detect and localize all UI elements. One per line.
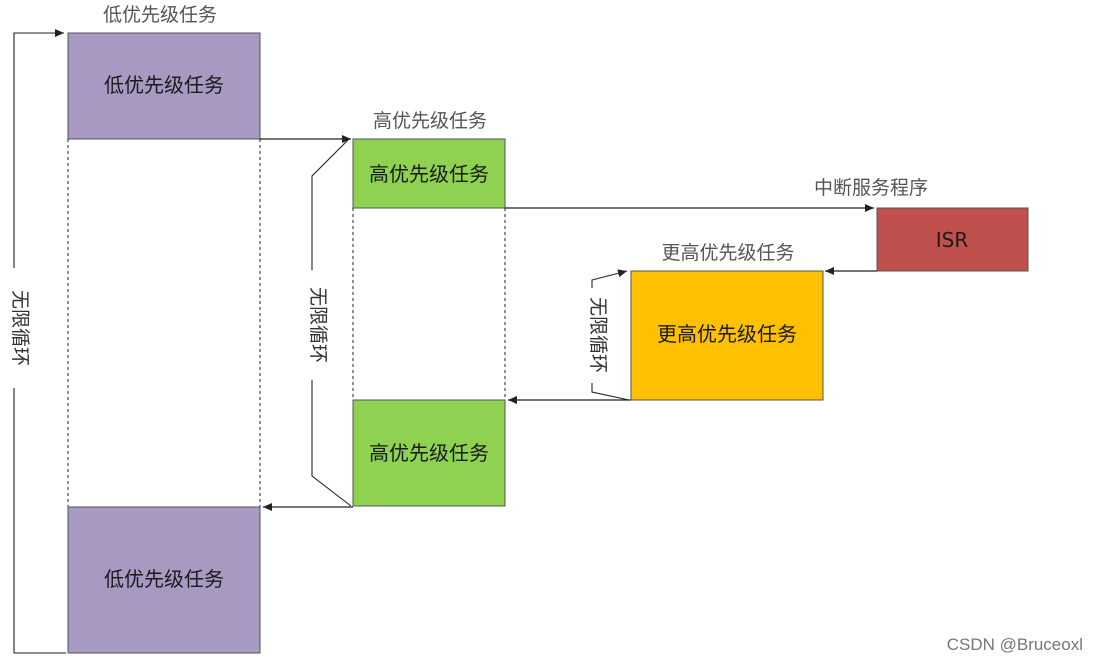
high-task-bottom-box	[352, 399, 506, 507]
outer-loop-label: 无限循环	[9, 290, 31, 366]
high-task-bottom-label: 高优先级任务	[369, 441, 489, 465]
inner-loop-label: 无限循环	[587, 297, 609, 373]
isr-box	[876, 207, 1029, 272]
high-task-top-box	[352, 138, 506, 209]
high-task-top-label: 高优先级任务	[369, 162, 489, 186]
high-task-caption: 高优先级任务	[373, 110, 487, 132]
higher-task-caption: 更高优先级任务	[661, 242, 794, 264]
low-task-bottom-label: 低优先级任务	[104, 567, 224, 591]
low-task-top-box	[67, 32, 261, 140]
low-task-top-caption: 低优先级任务	[103, 4, 217, 26]
outer-loop-label-bg	[4, 268, 24, 388]
higher-task-box	[630, 270, 824, 401]
middle-loop-label-bg	[302, 270, 322, 380]
inner-loop-label-bg	[582, 288, 602, 383]
watermark: CSDN @Bruceoxl	[946, 635, 1083, 654]
low-task-bottom-box	[67, 506, 261, 654]
middle-loop-label: 无限循环	[307, 287, 329, 363]
isr-caption: 中断服务程序	[814, 177, 928, 199]
isr-label: ISR	[936, 228, 969, 252]
low-task-top-label: 低优先级任务	[104, 73, 224, 97]
higher-task-label: 更高优先级任务	[657, 322, 797, 346]
